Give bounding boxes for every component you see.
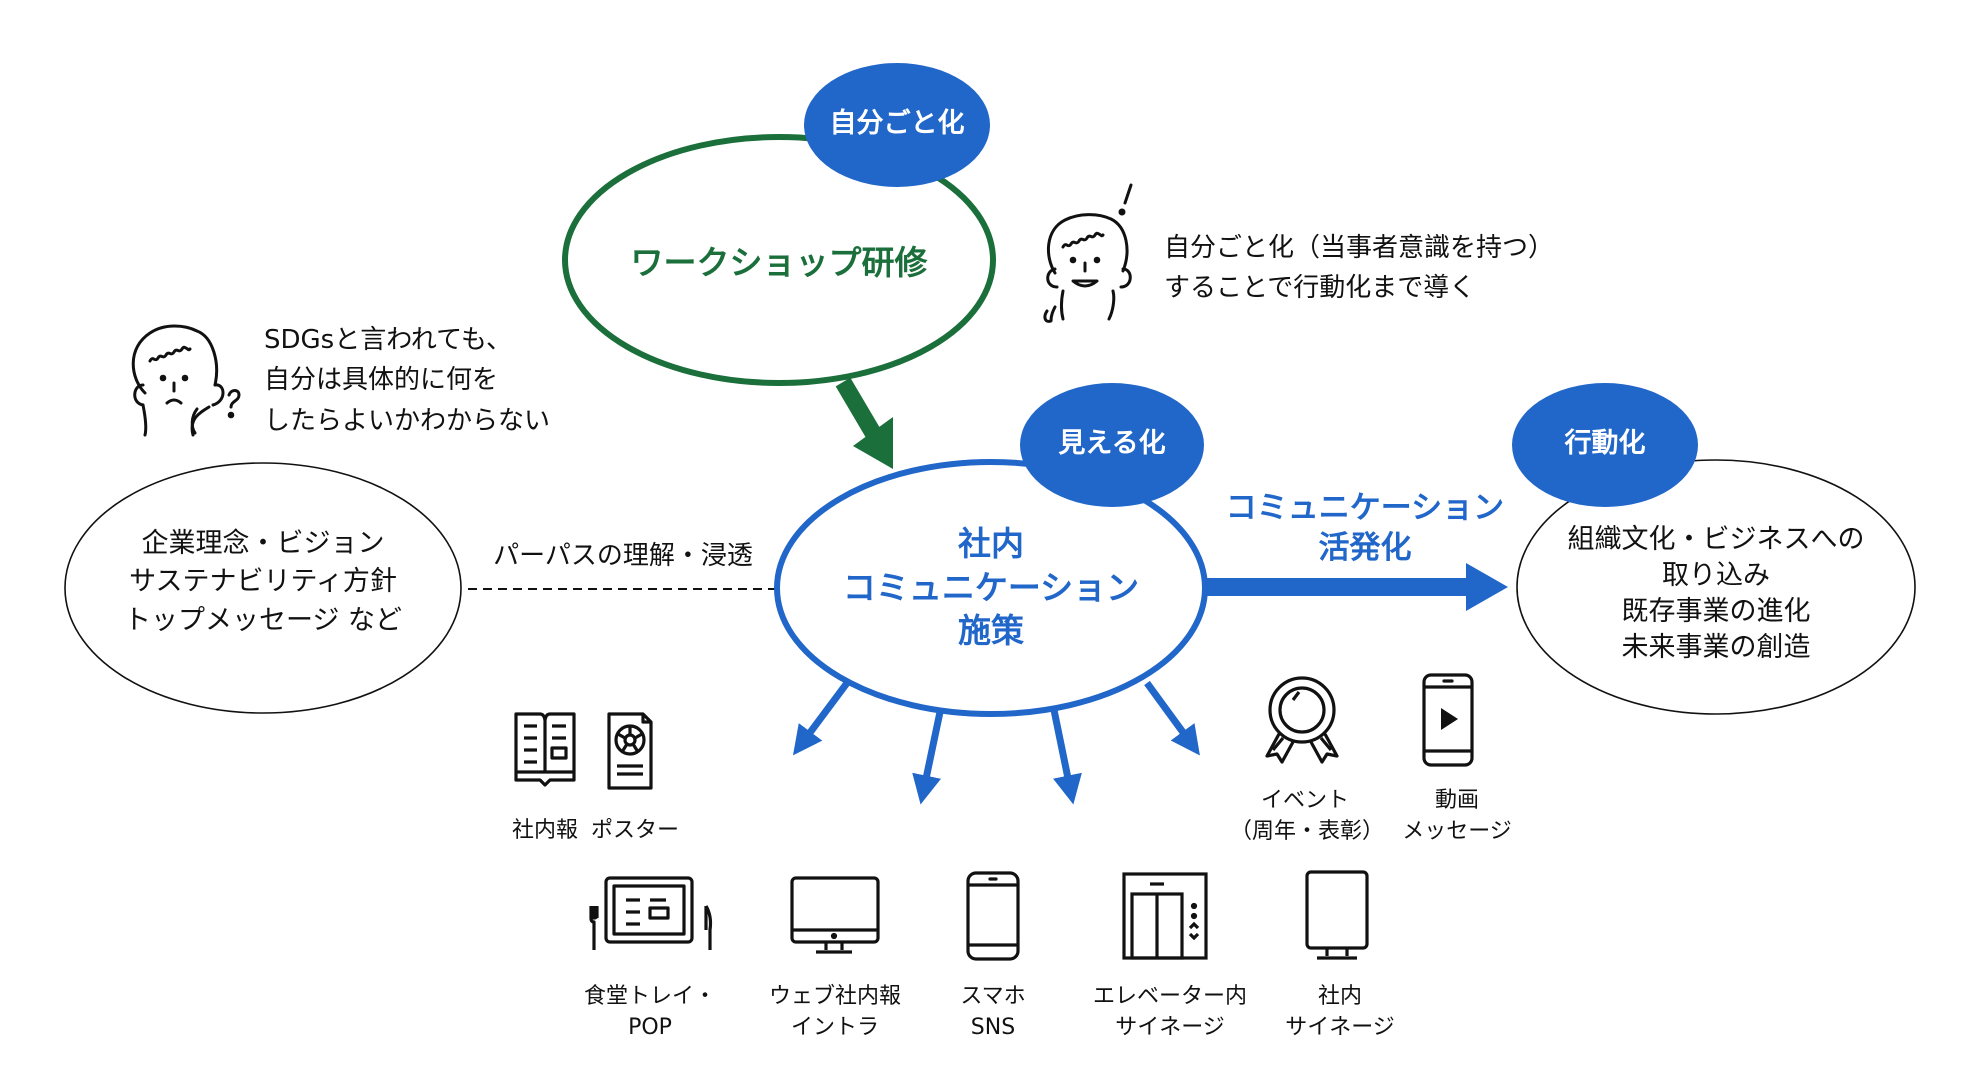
- confused-note: SDGsと言われても、 自分は具体的に何を したらよいかわからない: [264, 320, 550, 441]
- open-book-icon: [514, 712, 576, 787]
- center-badge: [1020, 383, 1204, 507]
- channel-arrow-4: [1144, 680, 1200, 756]
- center-ellipse: [774, 459, 1208, 717]
- action-badge: [1512, 383, 1698, 507]
- confused-note-line: したらよいかわからない: [264, 405, 551, 436]
- smartphone-icon: [966, 871, 1020, 961]
- channel-label-line: スマホ: [960, 984, 1026, 1009]
- action-text: 組織文化・ビジネスへの 取り込み 既存事業の進化 未来事業の創造: [1517, 522, 1915, 666]
- action-line: 組織文化・ビジネスへの: [1567, 524, 1865, 555]
- workshop-title: ワークショップ研修: [630, 243, 928, 282]
- happy-note: 自分ごと化（当事者意識を持つ） することで行動化まで導く: [1164, 228, 1554, 309]
- confused-note-line: 自分は具体的に何を: [264, 365, 499, 396]
- channel-label-line: 社内: [1317, 984, 1362, 1009]
- poster-icon: [607, 712, 653, 790]
- center-text: 社内 コミュニケーション 施策: [777, 522, 1205, 653]
- elevator-icon: [1122, 872, 1208, 960]
- action-badge-label: 行動化: [1564, 428, 1646, 459]
- action-line: 既存事業の進化: [1621, 595, 1811, 627]
- channel-label-tray: 食堂トレイ・ POP: [580, 982, 720, 1044]
- channel-label-line: ウェブ社内報: [768, 984, 901, 1009]
- channel-label-line: イントラ: [790, 1014, 879, 1040]
- channel-label-line: POP: [628, 1014, 672, 1040]
- happy-person-icon: [1043, 183, 1133, 323]
- channel-label-line: イベント: [1260, 788, 1349, 813]
- channel-arrow-1: [792, 680, 850, 756]
- channel-label-line: サイネージ: [1285, 1014, 1395, 1040]
- activation-arrow: [1207, 563, 1508, 611]
- channel-label-line: SNS: [970, 1014, 1016, 1040]
- channel-label-elevator: エレベーター内 サイネージ: [1085, 982, 1255, 1044]
- channel-label-web: ウェブ社内報 イントラ: [760, 982, 910, 1044]
- purpose-text: 企業理念・ビジョン サステナビリティ方針 トップメッセージ など: [65, 525, 461, 640]
- purpose-line: トップメッセージ など: [123, 604, 403, 636]
- workshop-badge-label: 自分ごと化: [829, 108, 965, 139]
- channel-label-line: 社内報: [511, 818, 578, 843]
- workshop-badge: [804, 63, 990, 187]
- action-line: 未来事業の創造: [1621, 631, 1811, 663]
- channel-label-line: 食堂トレイ・: [583, 984, 716, 1009]
- purpose-line: 企業理念・ビジョン: [141, 528, 385, 559]
- purpose-ellipse: [64, 462, 462, 714]
- channel-label-smartphone: スマホ SNS: [943, 982, 1043, 1044]
- activation-label: コミュニケーション 活発化: [1215, 488, 1515, 569]
- channel-label-line: ポスター: [590, 818, 679, 843]
- signage-icon: [1305, 870, 1369, 960]
- channel-arrow-2: [912, 711, 944, 805]
- channel-arrow-3: [1050, 709, 1082, 805]
- channel-label-event: イベント （周年・表彰）: [1230, 786, 1385, 848]
- channel-label-line: メッセージ: [1402, 818, 1512, 844]
- channel-label-newsletter: 社内報: [500, 816, 590, 847]
- activation-label-line: 活発化: [1318, 530, 1412, 567]
- channel-label-poster: ポスター: [585, 816, 685, 847]
- action-line: 取り込み: [1662, 559, 1770, 591]
- channel-label-line: （周年・表彰）: [1230, 818, 1385, 844]
- video-phone-icon: [1422, 673, 1474, 767]
- confused-person-icon: [131, 324, 241, 437]
- center-badge-label: 見える化: [1058, 428, 1166, 459]
- channel-label-line: エレベーター内: [1092, 984, 1247, 1009]
- action-ellipse: [1516, 459, 1916, 715]
- monitor-icon: [790, 876, 880, 954]
- center-line: 社内: [958, 524, 1024, 563]
- channel-label-line: 動画: [1434, 788, 1479, 813]
- channel-label-video: 動画 メッセージ: [1392, 786, 1522, 848]
- confused-note-line: SDGsと言われても、: [264, 325, 513, 355]
- happy-note-line: 自分ごと化（当事者意識を持つ）: [1164, 233, 1555, 263]
- cafeteria-tray-icon: [589, 876, 713, 950]
- purpose-link-label: パーパスの理解・浸透: [493, 541, 753, 571]
- activation-label-line: コミュニケーション: [1225, 490, 1505, 526]
- happy-note-line: することで行動化まで導く: [1164, 273, 1476, 304]
- medal-icon: [1265, 676, 1339, 764]
- channel-label-line: サイネージ: [1115, 1014, 1225, 1040]
- purpose-line: サステナビリティ方針: [129, 566, 397, 598]
- center-line: コミュニケーション: [842, 567, 1140, 607]
- channel-label-signage: 社内 サイネージ: [1270, 982, 1410, 1044]
- center-line: 施策: [958, 611, 1024, 651]
- workshop-ellipse: [562, 134, 996, 386]
- workshop-to-center-arrow: [835, 377, 893, 469]
